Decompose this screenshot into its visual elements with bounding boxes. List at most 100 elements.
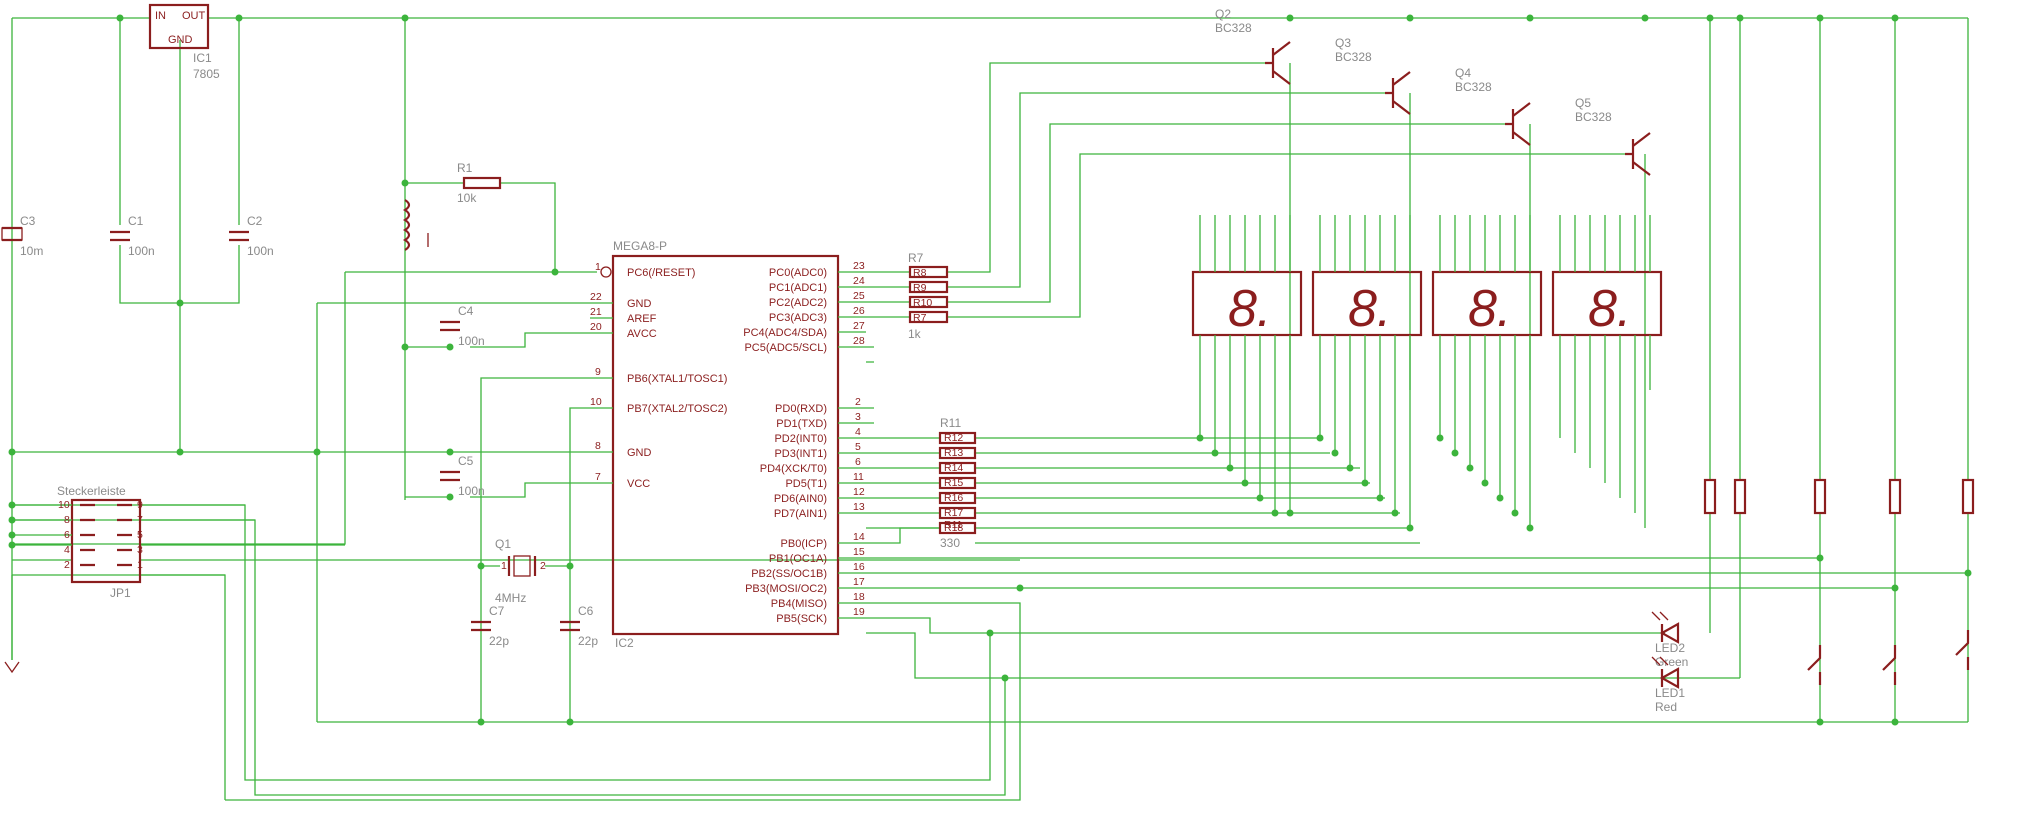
mcu-rpin-1-num: 24 (853, 275, 865, 287)
mcu-lpin-4-num: 9 (595, 366, 601, 378)
c5-value: 100n (458, 484, 485, 498)
display-1: 8. (1191, 215, 1303, 513)
led2-name: LED2 (1655, 641, 1685, 655)
mcu-rpin-0-num: 23 (853, 260, 865, 272)
transistor-q2: Q2 BC328 (1215, 7, 1291, 85)
mcu-rpin-15-num: 15 (853, 546, 865, 558)
r11-row-7: R11 (944, 519, 963, 531)
mcu-rpin-8-num: 4 (855, 426, 861, 438)
mcu-rpin-7-num: 3 (855, 411, 861, 423)
inductor (402, 199, 429, 251)
mcu-rpin-9-num: 5 (855, 441, 861, 453)
c6-name: C6 (578, 604, 594, 618)
mcu-lpin-2-num: 21 (590, 306, 602, 318)
led1-value: Red (1655, 700, 1677, 714)
r7-row-3: R7 (913, 312, 927, 324)
mcu-rpin-3-num: 26 (853, 305, 865, 317)
jp1-lpin-1: 8 (64, 514, 70, 526)
mcu-rpin-0-label: PC0(ADC0) (769, 267, 827, 279)
mcu-lpin-3-label: AVCC (627, 328, 657, 340)
mcu-rpin-9-label: PD3(INT1) (774, 448, 827, 460)
jp1-rpin-3: 3 (137, 544, 143, 556)
q3-value: BC328 (1335, 50, 1372, 64)
mcu-rpin-3-label: PC3(ADC3) (769, 312, 827, 324)
capacitor-c6: C6 22p (560, 604, 598, 648)
q2-value: BC328 (1215, 21, 1252, 35)
jp1-lpin-4: 2 (64, 559, 70, 571)
c3-value: 10m (20, 244, 43, 258)
display-1-digit: 8. (1228, 280, 1271, 338)
capacitor-c3: C3 10m (1, 214, 43, 258)
mcu-rpin-14-num: 14 (853, 531, 865, 543)
regulator-pin-in: IN (155, 10, 166, 22)
display-2-digit: 8. (1348, 280, 1391, 338)
connector-title: Steckerleiste (57, 484, 126, 498)
mcu-lpin-7-num: 7 (595, 471, 601, 483)
switch-1 (1807, 645, 1822, 685)
r11-row-0: R12 (944, 432, 963, 444)
switch-3 (1955, 630, 1970, 670)
crystal-value: 4MHz (495, 591, 526, 605)
regulator-value: 7805 (193, 67, 220, 81)
mcu-rpin-15-label: PB1(OC1A) (769, 553, 827, 565)
mcu-rpin-12-num: 12 (853, 486, 865, 498)
mcu-rpin-2-label: PC2(ADC2) (769, 297, 827, 309)
mcu-rpin-1-label: PC1(ADC1) (769, 282, 827, 294)
crystal-pin1: 1 (501, 560, 507, 572)
mcu-rpin-19-label: PB5(SCK) (776, 613, 827, 625)
mcu-rpin-11-num: 11 (853, 471, 864, 483)
q5-value: BC328 (1575, 110, 1612, 124)
q4-value: BC328 (1455, 80, 1492, 94)
c2-name: C2 (247, 214, 263, 228)
capacitor-c4: C4 100n (440, 304, 485, 348)
mcu-lpin-0-label: PC6(/RESET) (627, 267, 695, 279)
mcu-lpin-4-label: PB6(XTAL1/TOSC1) (627, 373, 727, 385)
c6-value: 22p (578, 634, 598, 648)
pull-resistors (1703, 478, 1975, 515)
capacitor-c2: C2 100n (229, 214, 274, 258)
c4-name: C4 (458, 304, 474, 318)
resistor-array-r11: R11 330 R12 R13 R14 R15 R16 R17 R18 R11 (938, 416, 977, 550)
jp1-lpin-0: 10 (58, 499, 70, 511)
r11-row-1: R13 (944, 447, 963, 459)
mcu-lpin-2-label: AREF (627, 313, 657, 325)
r11-name: R11 (940, 416, 961, 430)
display-4-digit: 8. (1588, 280, 1631, 338)
r11-row-2: R14 (944, 462, 963, 474)
mcu-lpin-6-num: 8 (595, 440, 601, 452)
display-3: 8. (1431, 215, 1543, 513)
c7-value: 22p (489, 634, 509, 648)
c1-name: C1 (128, 214, 144, 228)
mcu-rpin-18-label: PB4(MISO) (771, 598, 827, 610)
mcu-rpin-6-label: PD0(RXD) (775, 403, 827, 415)
resistor-array-r7: R7 1k R8 R9 R10 R7 (908, 251, 949, 341)
mcu-rpin-4-num: 27 (853, 320, 865, 332)
wires (11, 17, 1969, 801)
crystal-pin2: 2 (540, 560, 546, 572)
switch-2 (1882, 645, 1897, 685)
transistor-q3: Q3 BC328 (1335, 36, 1411, 115)
connector-jp1: Steckerleiste JP1 10 8 6 4 2 9 7 5 3 1 (12, 484, 143, 600)
mcu-lpin-7-label: VCC (627, 478, 650, 490)
regulator-pin-gnd: GND (168, 34, 193, 46)
mcu-rpin-17-num: 17 (853, 576, 865, 588)
r11-row-5: R17 (944, 507, 963, 519)
capacitor-c7: C7 22p (471, 604, 509, 648)
r11-value: 330 (940, 536, 960, 550)
r7-name: R7 (908, 251, 924, 265)
ground-symbol (4, 661, 20, 674)
mcu-value: MEGA8-P (613, 239, 667, 253)
c7-name: C7 (489, 604, 505, 618)
mcu-rpin-14-label: PB0(ICP) (781, 538, 827, 550)
mcu-rpin-5-num: 28 (853, 335, 865, 347)
capacitor-c5: C5 100n (440, 454, 485, 498)
r11-row-3: R15 (944, 477, 963, 489)
mcu-lpin-3-num: 20 (590, 321, 602, 333)
c5-name: C5 (458, 454, 474, 468)
c2-value: 100n (247, 244, 274, 258)
mcu-name: IC2 (615, 636, 634, 650)
r1-value: 10k (457, 191, 477, 205)
mcu-lpin-5-num: 10 (590, 396, 602, 408)
jp1-rpin-2: 5 (137, 529, 143, 541)
r7-row-2: R10 (913, 297, 932, 309)
